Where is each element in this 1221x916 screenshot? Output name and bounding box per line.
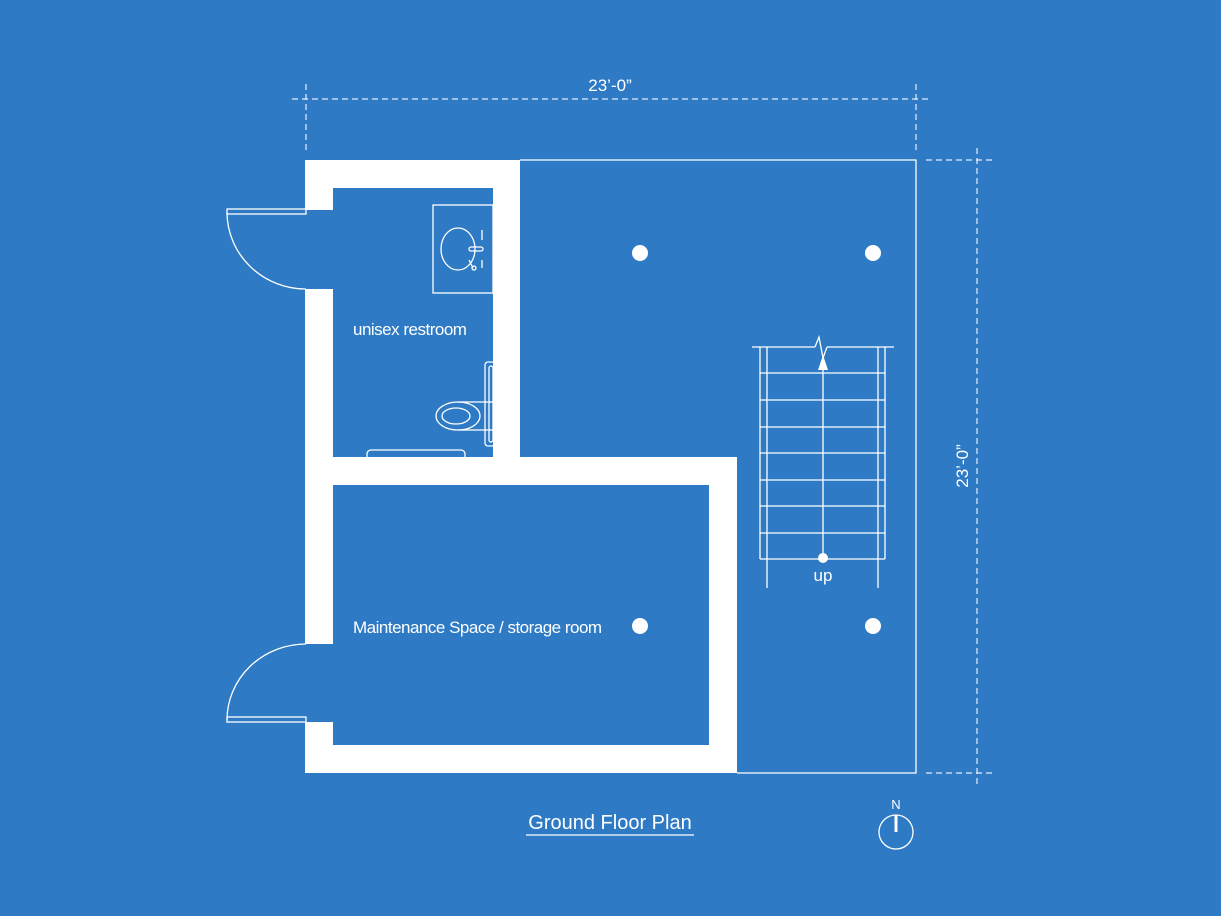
plan-title: Ground Floor Plan <box>528 812 691 834</box>
walls <box>305 160 737 773</box>
column-points <box>632 245 881 634</box>
right-dimension-label: 23’-0” <box>953 444 972 488</box>
stairs-up-label: up <box>814 566 833 585</box>
staircase: up <box>752 334 894 588</box>
maintenance-door <box>226 643 307 723</box>
maintenance-label: Maintenance Space / storage room <box>353 618 602 637</box>
restroom-label: unisex restroom <box>353 320 467 339</box>
open-area-outline <box>520 159 917 774</box>
compass-north-label: N <box>891 797 900 812</box>
right-dimension: 23’-0” <box>926 148 992 788</box>
sink-icon <box>432 204 494 294</box>
top-dimension: 23’-0” <box>292 76 932 150</box>
north-compass-icon: N <box>878 797 914 850</box>
restroom-door <box>226 208 307 290</box>
top-dimension-label: 23’-0” <box>588 76 632 95</box>
toilet-icon <box>366 361 496 461</box>
arrow-head-icon <box>818 355 828 370</box>
